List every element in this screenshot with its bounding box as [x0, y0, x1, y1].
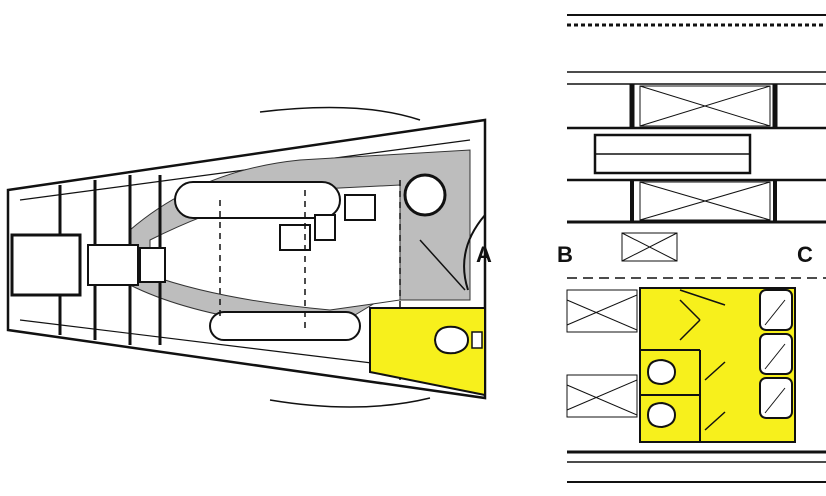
label-b: B	[557, 242, 573, 267]
toilet-icon	[433, 325, 470, 355]
hull-outline	[6, 118, 487, 400]
round-tank	[403, 173, 447, 217]
toilet-room-bc	[639, 287, 796, 443]
label-a: A	[476, 242, 492, 267]
hull-outer-curve	[259, 106, 421, 121]
sinks	[759, 289, 793, 419]
tank	[174, 181, 341, 219]
engine-block	[10, 233, 82, 297]
hull-outer-curve-bottom	[269, 397, 431, 408]
crossed-box	[621, 232, 678, 262]
right-plan	[566, 14, 826, 483]
label-c: C	[797, 242, 813, 267]
toilet-room-a	[369, 307, 486, 397]
left-plan	[6, 106, 487, 408]
